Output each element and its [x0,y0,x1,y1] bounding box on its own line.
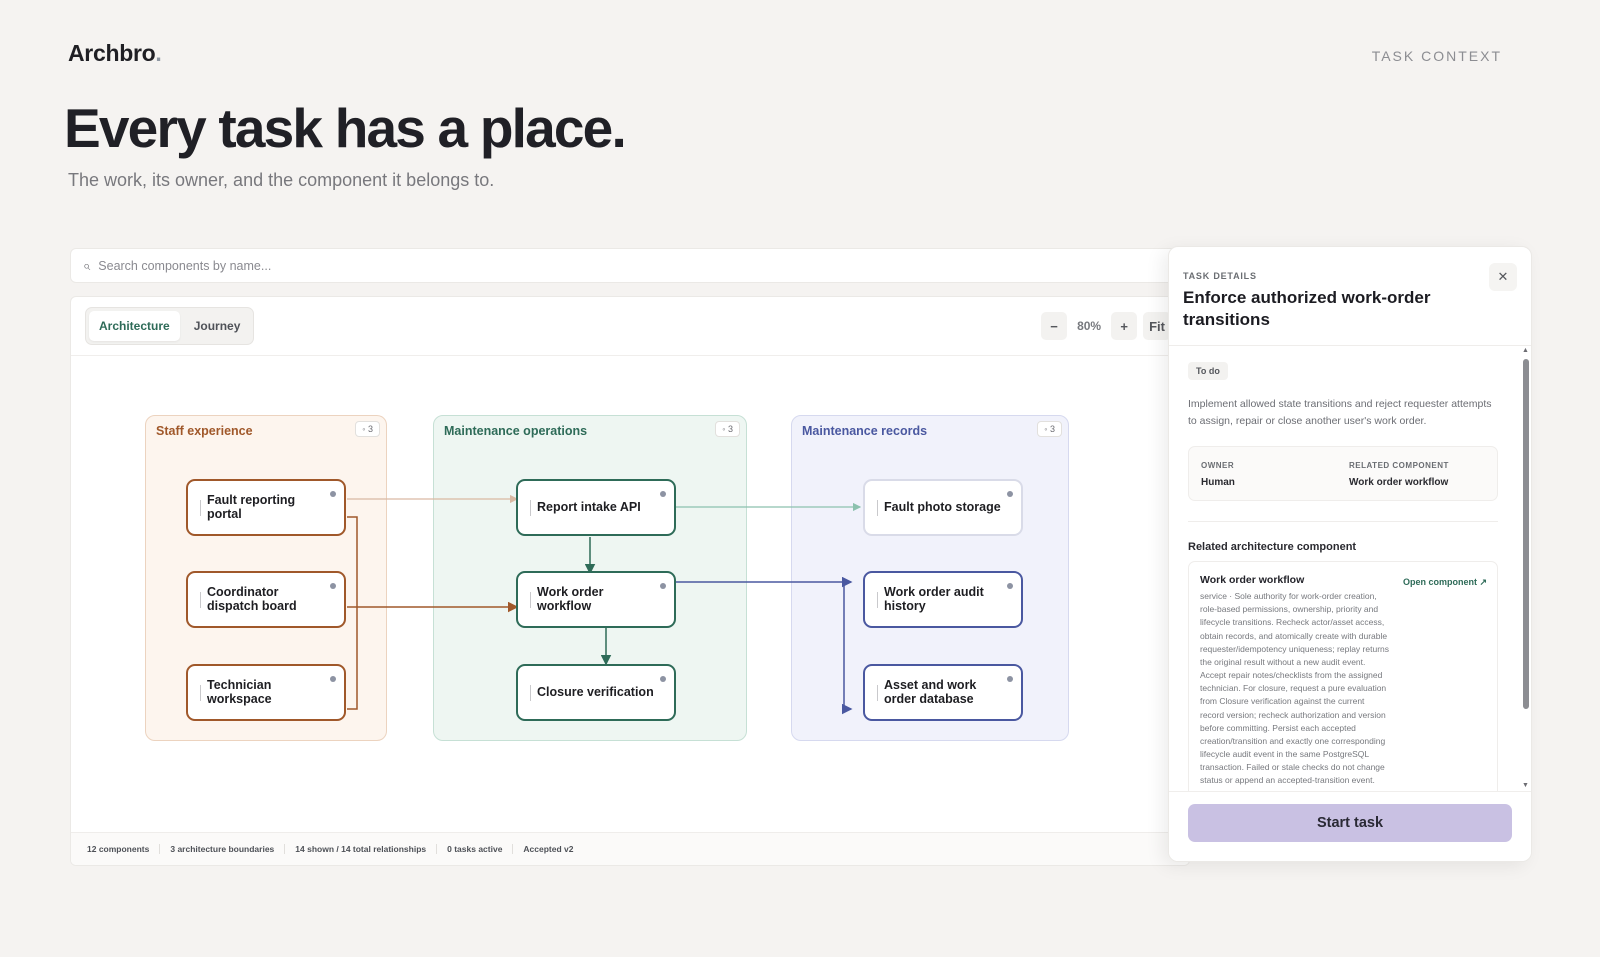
scroll-up-icon[interactable]: ▲ [1522,347,1529,354]
page-title: Every task has a place. [64,97,627,159]
tab-architecture[interactable]: Architecture [89,311,180,341]
start-task-button[interactable]: Start task [1188,804,1512,842]
zoom-level: 80% [1077,319,1102,333]
node-status-dot [660,583,666,589]
group-title: Maintenance operations [444,424,588,438]
node-technician-workspace[interactable]: Technician workspace [186,664,346,721]
search-icon: ⌕ [83,257,91,273]
node-handle [530,499,531,516]
panel-scrollbar[interactable]: ▲ ▼ [1522,347,1530,789]
node-handle [877,499,878,516]
close-icon[interactable]: ✕ [1489,263,1517,291]
node-report-intake-api[interactable]: Report intake API [516,479,676,536]
stat-relationships: 14 shown / 14 total relationships [284,844,436,854]
node-handle [200,684,201,701]
node-asset-and-work-order-database[interactable]: Asset and work order database [863,664,1023,721]
edge-workflow-to-database [673,581,853,715]
group-title: Maintenance records [802,424,928,438]
stat-tasks-active: 0 tasks active [436,844,512,854]
brand-name: Archbro [68,40,156,66]
node-label: Technician workspace [207,678,272,706]
brand-dot: . [155,40,162,66]
node-status-dot [1007,583,1013,589]
open-component-link[interactable]: Open component ↗ [1402,577,1487,587]
node-status-dot [660,676,666,682]
canvas-toolbar: Architecture Journey − 80% + Fit [71,297,1189,356]
component-name: Work order workflow [1200,574,1305,586]
panel-scroll-area[interactable]: To do Implement allowed state transition… [1169,346,1521,794]
canvas-statusbar: 12 components 3 architecture boundaries … [71,832,1189,865]
task-description: Implement allowed state transitions and … [1188,398,1492,427]
related-component-value: Work order workflow [1349,477,1449,488]
node-work-order-workflow[interactable]: Work order workflow [516,571,676,628]
node-handle [530,684,531,701]
node-handle [877,591,878,608]
node-label: Coordinator dispatch board [207,585,297,613]
task-details-panel: TASK DETAILS Enforce authorized work-ord… [1168,246,1532,862]
node-fault-photo-storage[interactable]: Fault photo storage [863,479,1023,536]
related-component-label: RELATED COMPONENT [1349,461,1449,470]
task-meta-card: OWNER Human RELATED COMPONENT Work order… [1188,446,1498,501]
node-label: Fault reporting portal [207,493,296,521]
stat-version: Accepted v2 [512,844,583,854]
group-title: Staff experience [156,424,253,438]
status-badge: To do [1188,362,1228,380]
node-work-order-audit-history[interactable]: Work order audit history [863,571,1023,628]
node-fault-reporting-portal[interactable]: Fault reporting portal [186,479,346,536]
zoom-in-button[interactable]: + [1111,312,1138,340]
component-description: service · Sole authority for work-order … [1200,591,1389,794]
owner-label: OWNER [1201,461,1235,470]
page-subtitle: The work, its owner, and the component i… [68,170,495,190]
search-input[interactable]: ⌕ Search components by name... [70,248,1180,283]
node-status-dot [1007,491,1013,497]
node-handle [877,684,878,701]
panel-divider [1169,345,1531,346]
node-handle [530,591,531,608]
search-placeholder: Search components by name... [98,258,272,273]
node-status-dot [660,491,666,497]
node-status-dot [330,583,336,589]
zoom-controls: − 80% + Fit [1041,312,1171,340]
brand-logo[interactable]: Archbro. [68,40,162,67]
group-count-badge[interactable]: ◦ 3 [715,421,740,437]
task-context-label: TASK CONTEXT [1371,48,1502,64]
owner-value: Human [1201,477,1235,488]
group-count-badge[interactable]: ◦ 3 [1037,421,1062,437]
task-title: Enforce authorized work-order transition… [1183,288,1431,329]
zoom-out-button[interactable]: − [1041,312,1068,340]
fit-button[interactable]: Fit [1143,312,1171,340]
panel-footer: Start task [1169,791,1531,861]
group-count-badge[interactable]: ◦ 3 [355,421,380,437]
node-label: Closure verification [537,684,654,699]
scroll-down-icon[interactable]: ▼ [1522,782,1529,789]
node-label: Work order audit history [884,585,984,613]
node-status-dot [1007,676,1013,682]
section-divider [1188,521,1498,522]
node-label: Asset and work order database [884,678,977,706]
node-closure-verification[interactable]: Closure verification [516,664,676,721]
node-label: Report intake API [537,499,641,514]
stat-boundaries: 3 architecture boundaries [159,844,284,854]
edge-staff-bracket [347,516,358,710]
stat-components: 12 components [87,844,150,854]
node-handle [200,591,201,608]
view-tabs: Architecture Journey [85,307,255,345]
component-card: Work order workflow Open component ↗ ser… [1188,561,1498,794]
node-status-dot [330,676,336,682]
node-handle [200,499,201,516]
related-section-title: Related architecture component [1188,541,1357,553]
scrollbar-thumb[interactable] [1523,359,1529,709]
tab-journey[interactable]: Journey [193,319,241,333]
node-label: Fault photo storage [884,499,1001,514]
panel-eyebrow: TASK DETAILS [1183,271,1257,281]
node-label: Work order workflow [537,585,604,613]
node-coordinator-dispatch-board[interactable]: Coordinator dispatch board [186,571,346,628]
architecture-canvas[interactable]: Architecture Journey − 80% + Fit Staff e… [70,296,1190,866]
node-status-dot [330,491,336,497]
relationship-lines [347,494,862,715]
